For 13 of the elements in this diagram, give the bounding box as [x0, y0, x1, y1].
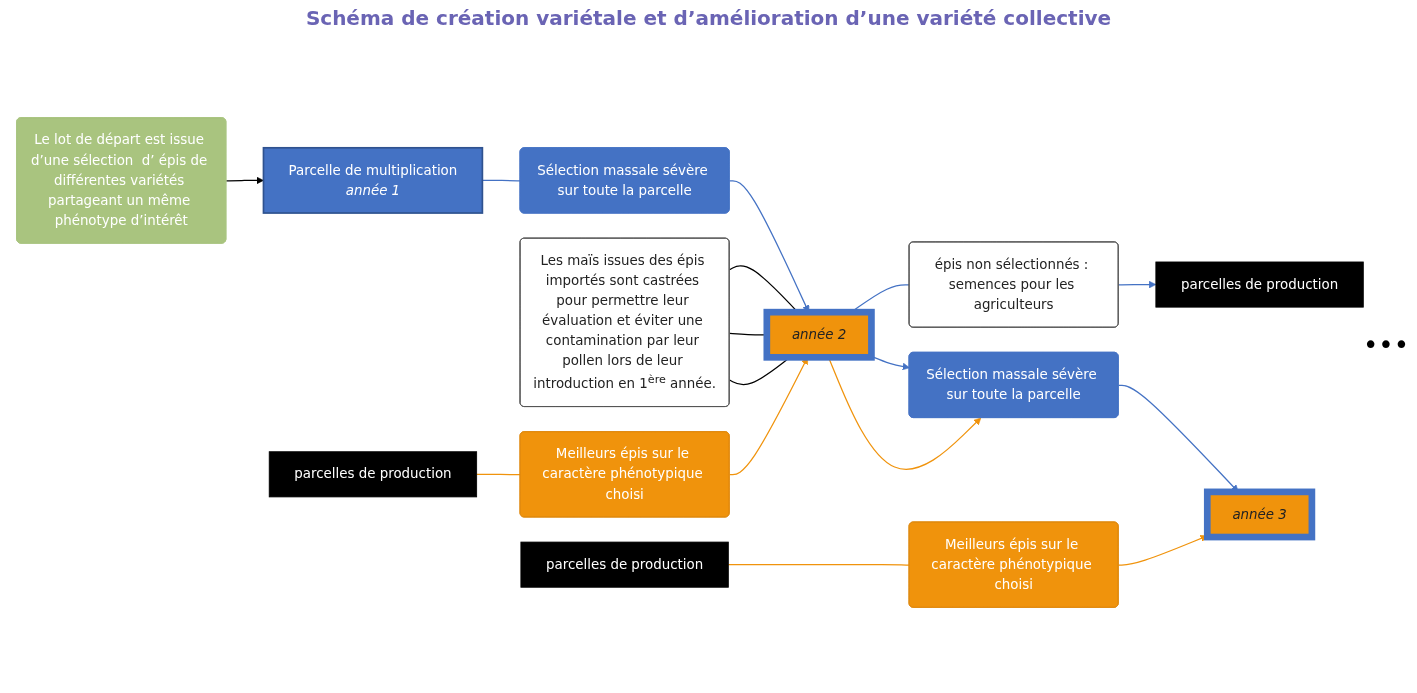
diagram-title: Schéma de création variétale et d’amélioration d’une variété collective	[304, 6, 1113, 30]
node-box: Parcelle de multiplication année 1	[262, 146, 484, 214]
arrow	[225, 176, 264, 185]
connector	[476, 473, 522, 476]
node-box: année 3	[1203, 488, 1316, 541]
node-box: parcelles de production	[268, 451, 478, 498]
arrow	[1118, 280, 1157, 289]
node-box: parcelles de production	[520, 541, 729, 588]
node-box: parcelles de production	[1155, 261, 1364, 308]
connector	[727, 564, 911, 566]
arrow	[827, 356, 982, 470]
ellipsis-mark: •••	[1363, 330, 1409, 360]
node-box: année 2	[763, 308, 875, 361]
